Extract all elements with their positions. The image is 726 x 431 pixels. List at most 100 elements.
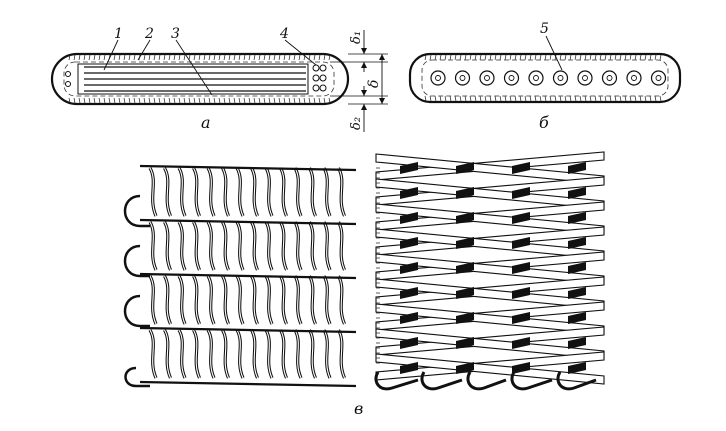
hatch-tick xyxy=(569,95,572,102)
hatch-tick xyxy=(629,95,632,102)
steel-cord xyxy=(503,70,520,86)
hatch-tick xyxy=(268,54,271,61)
coil-highlight xyxy=(178,329,186,379)
coil-highlight xyxy=(265,329,273,379)
belt-a-rubber-hatching xyxy=(68,54,331,104)
hatch-tick xyxy=(614,95,617,102)
weave-shadow xyxy=(568,162,586,174)
hatch-tick xyxy=(449,95,452,102)
steel-cord xyxy=(552,70,569,86)
coil-highlight xyxy=(207,275,215,325)
steel-cord xyxy=(650,70,667,86)
leader-line xyxy=(545,35,563,71)
hook-loop xyxy=(556,371,597,391)
hatch-tick xyxy=(243,97,246,104)
hatch-tick xyxy=(278,54,281,61)
hatch-tick xyxy=(534,95,537,102)
steel-cord xyxy=(577,70,593,86)
hatch-tick xyxy=(614,54,617,61)
coil-highlight xyxy=(178,221,186,271)
weave-shadow xyxy=(512,312,530,324)
hatch-tick xyxy=(519,95,522,102)
edge-cord xyxy=(312,74,320,82)
coil-highlight xyxy=(164,167,172,217)
hatch-tick xyxy=(599,54,602,61)
panel-b-belt-section: 5 б xyxy=(408,21,682,132)
weave-shadow xyxy=(456,162,474,174)
coil-highlight xyxy=(280,221,288,271)
hatch-tick xyxy=(619,54,622,61)
hatch-tick xyxy=(564,95,567,102)
callout-3: 3 xyxy=(171,26,180,42)
hatch-tick xyxy=(464,95,467,102)
hatch-tick xyxy=(103,97,106,104)
hatch-tick xyxy=(424,54,427,61)
coil-highlight xyxy=(207,221,215,271)
hatch-tick xyxy=(143,97,146,104)
weave-shadow xyxy=(512,187,530,199)
hatch-tick xyxy=(313,54,316,61)
hatch-tick xyxy=(288,97,291,104)
coil-highlight xyxy=(294,329,302,379)
hatch-tick xyxy=(318,97,321,104)
hatch-tick xyxy=(93,97,96,104)
hatch-tick xyxy=(278,97,281,104)
hatch-tick xyxy=(574,54,577,61)
coil-highlight xyxy=(222,221,230,271)
hatch-tick xyxy=(213,97,216,104)
steel-cord-core xyxy=(435,75,441,81)
hatch-tick xyxy=(193,97,196,104)
hatch-tick xyxy=(108,97,111,104)
coil-highlight xyxy=(193,329,201,379)
dim-delta: δ xyxy=(366,80,382,88)
coil-highlight xyxy=(338,275,346,325)
weave-shadow xyxy=(400,287,418,299)
hatch-tick xyxy=(489,95,492,102)
hatch-tick xyxy=(163,54,166,61)
woven-wire-strips xyxy=(375,151,605,385)
spiral-wire-coils xyxy=(139,164,357,388)
leader-line xyxy=(137,39,151,61)
coil-highlight xyxy=(178,167,186,217)
coil-highlight xyxy=(149,329,157,379)
coil-highlight xyxy=(149,221,157,271)
coil-highlight xyxy=(280,167,288,217)
weave-shadow xyxy=(456,262,474,274)
hatch-tick xyxy=(534,54,537,61)
hatch-tick xyxy=(258,97,261,104)
hatch-tick xyxy=(273,97,276,104)
callout-5: 5 xyxy=(540,21,549,37)
coil-highlight xyxy=(294,167,302,217)
hatch-tick xyxy=(238,54,241,61)
hatch-tick xyxy=(444,54,447,61)
hatch-tick xyxy=(454,54,457,61)
part-label-b: б xyxy=(539,113,549,132)
dim-delta1: δ₁ xyxy=(349,31,364,44)
hatch-tick xyxy=(253,54,256,61)
hatch-tick xyxy=(504,54,507,61)
belt-b-outer-cover xyxy=(408,52,682,104)
hatch-tick xyxy=(218,97,221,104)
hatch-tick xyxy=(78,54,81,61)
hatch-tick xyxy=(584,95,587,102)
hatch-tick xyxy=(604,54,607,61)
hatch-tick xyxy=(549,54,552,61)
hatch-tick xyxy=(494,54,497,61)
leader-line xyxy=(175,39,213,96)
hatch-tick xyxy=(644,95,647,102)
dim-delta2: δ₂ xyxy=(349,117,364,130)
hatch-tick xyxy=(188,54,191,61)
hatch-tick xyxy=(313,97,316,104)
hatch-tick xyxy=(73,97,76,104)
weave-shadow xyxy=(568,362,586,374)
hatch-tick xyxy=(434,54,437,61)
weave-shadow xyxy=(400,312,418,324)
coil-highlight xyxy=(338,167,346,217)
hatch-tick xyxy=(113,97,116,104)
hatch-tick xyxy=(514,54,517,61)
hatch-tick xyxy=(504,95,507,102)
hatch-tick xyxy=(148,97,151,104)
hatch-tick xyxy=(434,95,437,102)
hatch-tick xyxy=(208,54,211,61)
steel-cord xyxy=(454,70,471,86)
